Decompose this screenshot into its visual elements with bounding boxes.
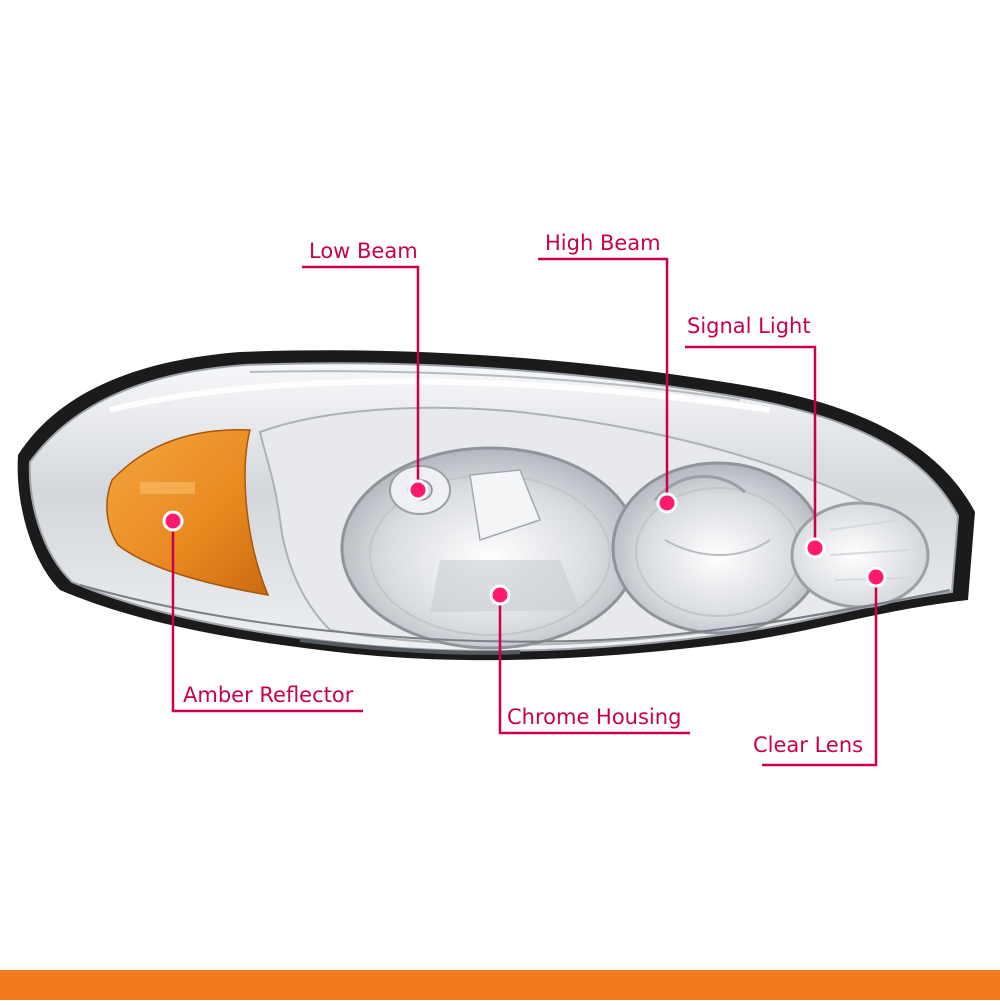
amber-reflector-shape (106, 429, 270, 596)
marker-low-beam (407, 479, 429, 501)
label-clear-lens: Clear Lens (753, 733, 864, 757)
label-chrome-housing: Chrome Housing (507, 705, 682, 729)
marker-chrome-housing (489, 584, 511, 606)
marker-signal-light (804, 537, 826, 559)
callout-markers (162, 479, 887, 606)
label-high-beam: High Beam (545, 231, 661, 255)
marker-clear-lens (865, 566, 887, 588)
marker-amber-reflector (162, 510, 184, 532)
marker-high-beam (656, 492, 678, 514)
bottom-accent-bar (0, 970, 1000, 1000)
label-signal-light: Signal Light (687, 314, 811, 338)
label-amber-reflector: Amber Reflector (183, 683, 354, 707)
label-low-beam: Low Beam (309, 239, 418, 263)
